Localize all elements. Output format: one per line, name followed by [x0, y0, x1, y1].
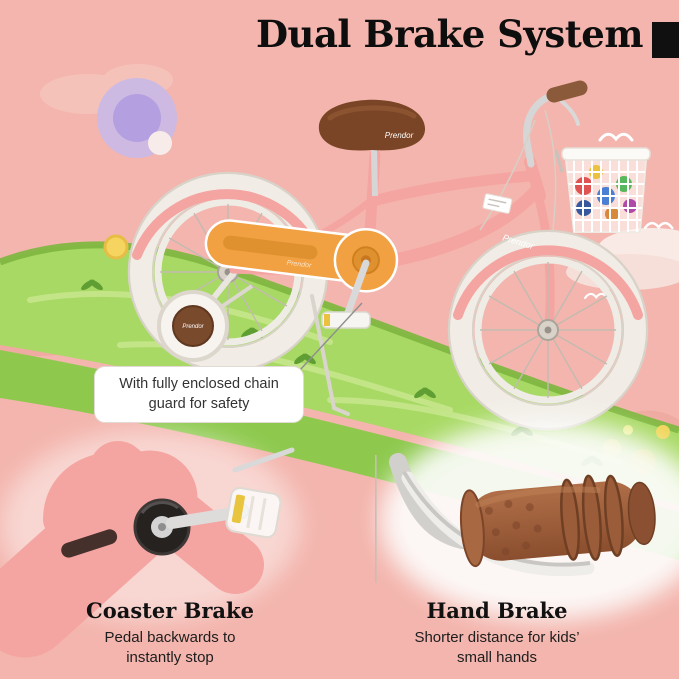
title-accent-block — [652, 22, 679, 58]
rear-fender — [132, 189, 322, 260]
kickstand — [310, 294, 350, 416]
bike-illustration: Prendor Prendor — [129, 80, 651, 429]
brown-grip — [459, 474, 656, 568]
coaster-brake-description: Pedal backwards to instantly stop — [104, 629, 236, 666]
callout-text: With fully enclosed chain guard for safe… — [119, 376, 279, 412]
coaster-brake-title: Coaster Brake — [86, 598, 254, 623]
coaster-brake-feature: Coaster Brake Pedal backwards to instant… — [40, 598, 300, 668]
hand-brake-feature: Hand Brake Shorter distance for kids’ sm… — [392, 598, 602, 668]
decorative-sun-icon — [97, 78, 177, 158]
hand-brake-title: Hand Brake — [426, 598, 568, 623]
hand-brake-description: Shorter distance for kids’ small hands — [414, 629, 580, 666]
pedal-closeup — [225, 486, 282, 539]
wheel-cap-brand-label: Prendor — [182, 324, 204, 330]
chain-guard-callout: With fully enclosed chain guard for safe… — [94, 366, 304, 424]
coaster-brake-closeup — [0, 430, 300, 658]
feature-divider — [375, 455, 377, 583]
hand-brake-closeup — [380, 420, 679, 620]
seat-post — [371, 149, 378, 197]
chain-guard: Prendor — [204, 219, 399, 329]
handlebar-grip — [546, 80, 588, 103]
frame-slot — [61, 529, 118, 558]
page-title-wrap: Dual Brake System — [0, 12, 644, 56]
frame-label-plate — [482, 193, 513, 214]
page-title: Dual Brake System — [255, 12, 644, 56]
handlebar — [523, 80, 588, 168]
front-basket — [554, 147, 651, 233]
front-fender — [453, 245, 643, 320]
bike-seat: Prendor — [318, 99, 426, 151]
coaster-hub — [133, 498, 191, 556]
chain-guard-brand-label: Prendor — [286, 260, 312, 270]
callout-connector-line — [299, 302, 363, 371]
training-wheel: Prendor — [157, 268, 254, 362]
front-wheel — [449, 231, 647, 429]
brake-cables — [479, 109, 557, 241]
pedal-crank — [342, 259, 370, 322]
seat-brand-label: Prendor — [385, 131, 414, 140]
